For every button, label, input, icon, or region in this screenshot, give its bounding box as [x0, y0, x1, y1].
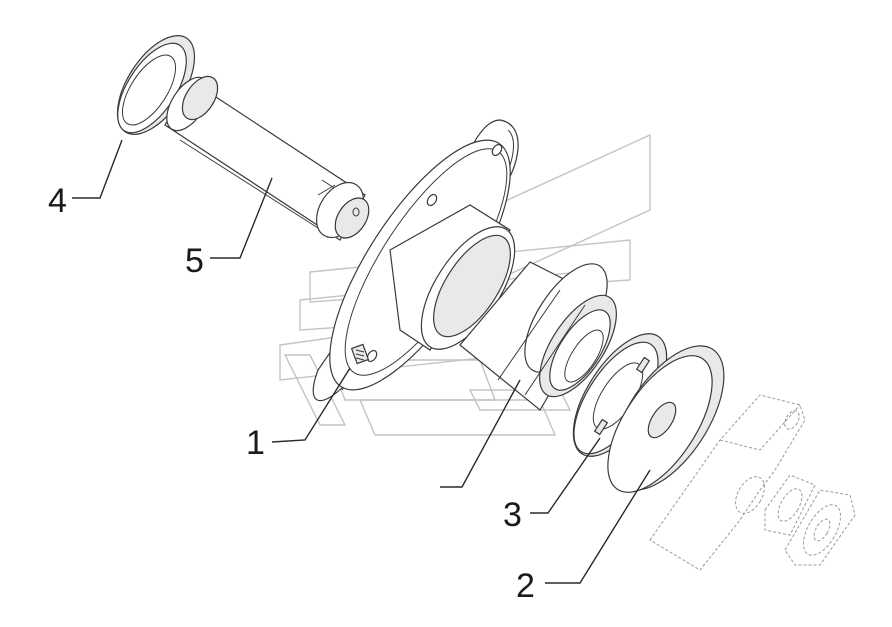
part-5-pin [164, 75, 370, 241]
callout-1: 1 [246, 424, 265, 462]
callout-5: 5 [185, 242, 204, 280]
callout-4: 4 [48, 182, 67, 220]
callout-3: 3 [503, 496, 522, 534]
hub-nameplate [350, 343, 370, 365]
ghost-housing [649, 394, 856, 571]
part-2-thick-washer [607, 345, 725, 493]
leader-1 [271, 367, 351, 443]
leader-2 [545, 469, 651, 584]
part-4-washer [116, 35, 196, 135]
bushing-sleeve [459, 261, 617, 411]
leader-3 [530, 437, 601, 514]
callouts: 1 2 3 4 5 [48, 182, 535, 605]
leader-4 [72, 139, 123, 199]
leader-5 [210, 177, 273, 259]
part-1-flanged-hub [312, 119, 519, 402]
callout-2: 2 [516, 567, 535, 605]
leader-bushing [440, 379, 521, 488]
leader-lines [72, 139, 651, 584]
